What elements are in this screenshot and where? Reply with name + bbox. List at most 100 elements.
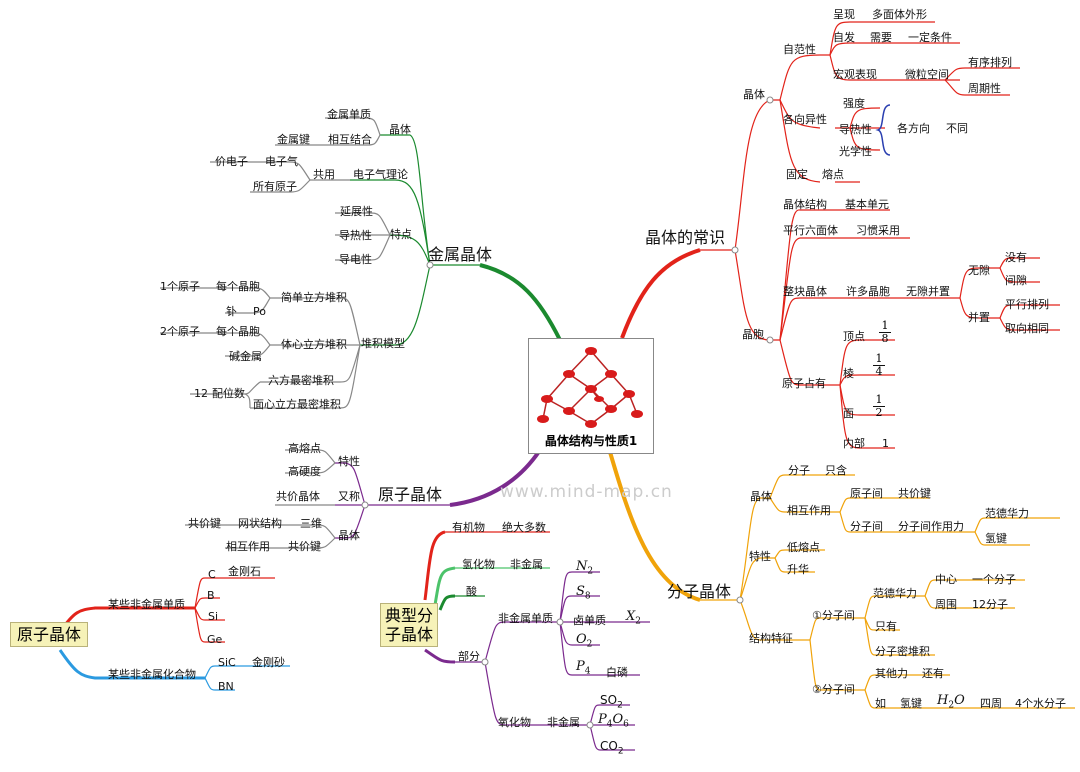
- node-organic[interactable]: 有机物: [452, 521, 485, 534]
- node-e-gas[interactable]: 电子气: [265, 155, 298, 168]
- node-between-mol[interactable]: 分子间: [850, 520, 883, 533]
- node-thermal[interactable]: 导热性: [839, 123, 872, 136]
- node-ordered[interactable]: 有序排列: [968, 56, 1012, 69]
- node-vertex[interactable]: 顶点: [843, 330, 865, 343]
- node-inner[interactable]: 内部: [843, 437, 865, 450]
- node-b[interactable]: B: [207, 589, 215, 602]
- node-one-mol[interactable]: 一个分子: [972, 573, 1016, 586]
- node-s8[interactable]: S8: [576, 584, 591, 602]
- node-optical[interactable]: 光学性: [839, 145, 872, 158]
- node-metal-bond[interactable]: 金属键: [277, 133, 310, 146]
- node-many-cells[interactable]: 许多晶胞: [846, 285, 890, 298]
- node-two-atoms[interactable]: 2个原子: [160, 325, 200, 338]
- node-acid[interactable]: 酸: [466, 585, 477, 598]
- node-x2[interactable]: X2: [626, 609, 641, 627]
- node-metal-thermal[interactable]: 导热性: [339, 229, 372, 242]
- node-alkali[interactable]: 碱金属: [229, 350, 262, 363]
- node-mol-interaction[interactable]: 相互作用: [787, 504, 831, 517]
- node-cov-bond[interactable]: 共价键: [188, 517, 221, 530]
- node-cell[interactable]: 晶胞: [742, 328, 764, 341]
- node-most[interactable]: 绝大多数: [502, 521, 546, 534]
- node-aniso[interactable]: 各向异性: [783, 113, 827, 126]
- node-share[interactable]: 共用: [313, 168, 335, 181]
- node-sic[interactable]: SiC: [218, 656, 236, 669]
- node-cov-bond-2[interactable]: 共价键: [288, 540, 321, 553]
- node-close-pack[interactable]: 分子密堆积: [875, 645, 930, 658]
- node-hcp[interactable]: 六方最密堆积: [268, 374, 334, 387]
- node-mol-crystal[interactable]: 晶体: [750, 490, 772, 503]
- node-part[interactable]: 部分: [458, 650, 480, 663]
- node-hexa[interactable]: 平行六面体: [783, 224, 838, 237]
- node-all-atoms[interactable]: 所有原子: [253, 180, 297, 193]
- node-only[interactable]: 只含: [825, 464, 847, 477]
- node-also[interactable]: 还有: [922, 667, 944, 680]
- node-each-dir[interactable]: 各方向: [897, 122, 930, 135]
- node-m1[interactable]: ①分子间: [812, 609, 855, 622]
- node-p4[interactable]: P4: [576, 659, 591, 677]
- node-no-gap[interactable]: 无隙: [968, 264, 990, 277]
- node-halogen[interactable]: 卤单质: [573, 614, 606, 627]
- node-coord[interactable]: 配位数: [212, 387, 245, 400]
- node-per-cell-1[interactable]: 每个晶胞: [216, 280, 260, 293]
- node-o2[interactable]: O2: [576, 632, 593, 650]
- node-habit[interactable]: 习惯采用: [856, 224, 900, 237]
- node-typical[interactable]: 典型分 子晶体: [380, 603, 439, 647]
- node-typical-nonmetal-elem[interactable]: 非金属单质: [498, 612, 553, 625]
- node-vdw-2[interactable]: 范德华力: [873, 587, 917, 600]
- node-only-have[interactable]: 只有: [875, 620, 897, 633]
- node-atomic[interactable]: 原子晶体: [378, 485, 443, 504]
- node-fcc[interactable]: 面心立方最密堆积: [253, 398, 341, 411]
- node-three-d[interactable]: 三维: [300, 517, 322, 530]
- node-nonmetal-cpd[interactable]: 某些非金属化合物: [108, 668, 196, 681]
- node-ge[interactable]: Ge: [207, 633, 223, 646]
- node-common[interactable]: 晶体的常识: [645, 228, 726, 247]
- node-diamond[interactable]: 金刚石: [228, 565, 261, 578]
- node-interaction[interactable]: 相互作用: [226, 540, 270, 553]
- node-mol-property[interactable]: 特性: [749, 550, 771, 563]
- node-oxide[interactable]: 氧化物: [498, 716, 531, 729]
- node-si[interactable]: Si: [208, 610, 219, 623]
- node-hbond[interactable]: 氢键: [985, 532, 1007, 545]
- node-parallel[interactable]: 平行排列: [1005, 298, 1049, 311]
- node-m2[interactable]: ②分子间: [812, 683, 855, 696]
- node-high-mp[interactable]: 高熔点: [288, 442, 321, 455]
- node-around[interactable]: 周围: [935, 598, 957, 611]
- node-mp[interactable]: 熔点: [822, 168, 844, 181]
- node-nonmetal-2[interactable]: 非金属: [547, 716, 580, 729]
- node-one-atom[interactable]: 1个原子: [160, 280, 200, 293]
- node-edge[interactable]: 棱: [843, 367, 854, 380]
- node-simple-cubic[interactable]: 简单立方堆积: [281, 291, 347, 304]
- node-between-atoms[interactable]: 原子间: [850, 487, 883, 500]
- node-covalent[interactable]: 共价晶体: [276, 490, 320, 503]
- node-hbond-2[interactable]: 氢键: [900, 697, 922, 710]
- node-atomic-crystal[interactable]: 晶体: [338, 529, 360, 542]
- node-such-as[interactable]: 如: [875, 697, 886, 710]
- node-high-hard[interactable]: 高硬度: [288, 465, 321, 478]
- node-low-mp[interactable]: 低熔点: [787, 541, 820, 554]
- node-struct[interactable]: 结构特征: [749, 632, 793, 645]
- node-p4o6[interactable]: P4O6: [598, 712, 629, 730]
- node-macro[interactable]: 宏观表现: [833, 68, 877, 81]
- node-gap[interactable]: 间隙: [1005, 274, 1027, 287]
- node-metal-crystal[interactable]: 晶体: [389, 123, 411, 136]
- node-none[interactable]: 没有: [1005, 251, 1027, 264]
- node-crystal[interactable]: 晶体: [743, 88, 765, 101]
- node-atomic-property[interactable]: 特性: [338, 455, 360, 468]
- node-hydride[interactable]: 氢化物: [462, 558, 495, 571]
- node-no-gap-stack[interactable]: 无隙并置: [906, 285, 950, 298]
- node-egas[interactable]: 电子气理论: [353, 168, 408, 181]
- node-bcc[interactable]: 体心立方堆积: [281, 338, 347, 351]
- node-spont[interactable]: 自发: [833, 31, 855, 44]
- center-node[interactable]: 晶体结构与性质1: [528, 338, 654, 454]
- node-n2[interactable]: N2: [576, 559, 594, 577]
- node-valence-e[interactable]: 价电子: [215, 155, 248, 168]
- node-co2[interactable]: CO2: [600, 739, 624, 757]
- node-four-around[interactable]: 四周: [980, 697, 1002, 710]
- node-other[interactable]: 其他力: [875, 667, 908, 680]
- node-nonmetal-elem[interactable]: 某些非金属单质: [108, 598, 185, 611]
- node-net[interactable]: 网状结构: [238, 517, 282, 530]
- node-polyhedron[interactable]: 多面体外形: [872, 8, 927, 21]
- node-periodic[interactable]: 周期性: [968, 82, 1001, 95]
- node-mutual[interactable]: 相互结合: [328, 133, 372, 146]
- node-so2[interactable]: SO2: [600, 693, 623, 711]
